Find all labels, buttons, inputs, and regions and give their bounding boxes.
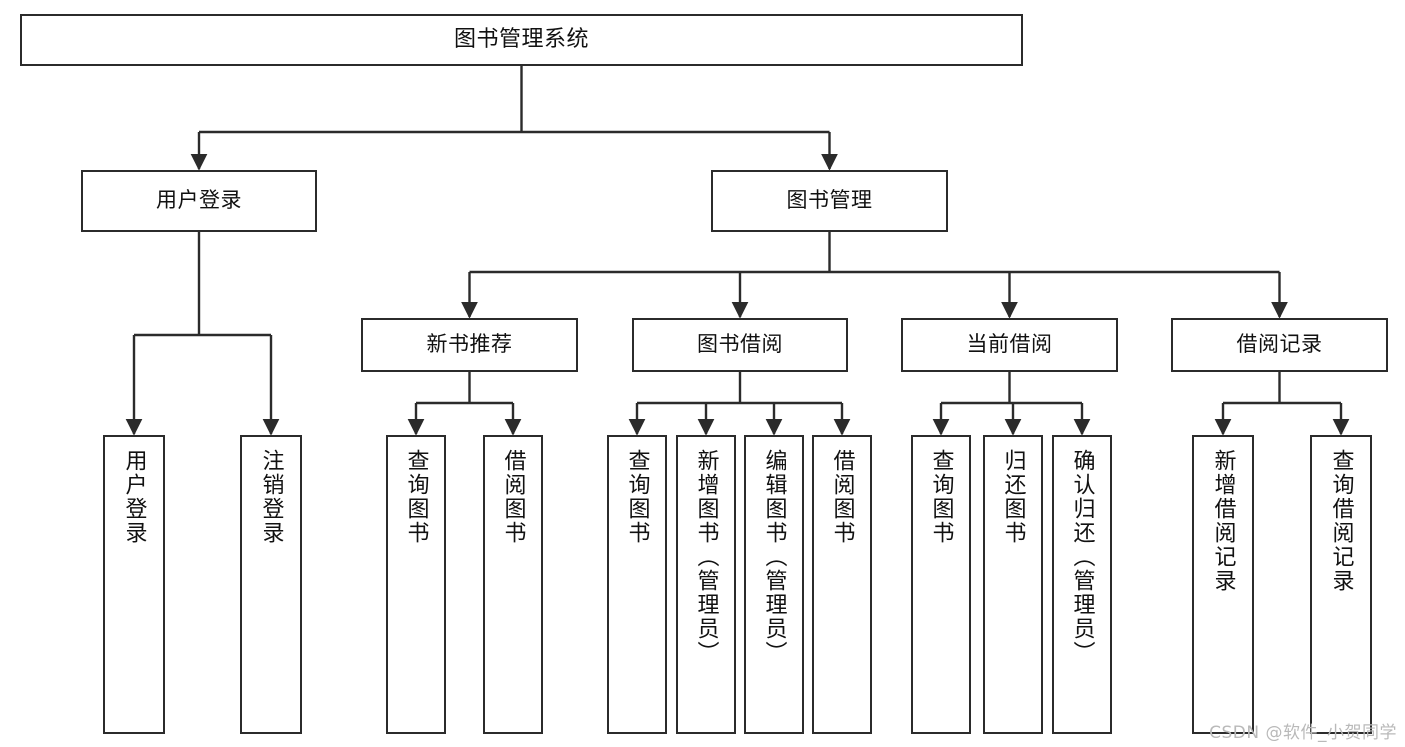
node-label: 图书管理	[786, 188, 873, 213]
node-book-borrow[interactable]: 图书借阅	[632, 318, 848, 372]
node-label: 新书推荐	[426, 332, 513, 357]
node-label: 当前借阅	[966, 332, 1053, 357]
node-leaf-rec-search[interactable]: 查询借阅记录	[1310, 435, 1372, 734]
node-book-manage[interactable]: 图书管理	[711, 170, 948, 232]
node-current-borrow[interactable]: 当前借阅	[901, 318, 1118, 372]
node-label: 新增借阅记录	[1210, 449, 1236, 593]
node-leaf-borrow-lend[interactable]: 借阅图书	[812, 435, 872, 734]
node-label: 查询图书	[928, 449, 954, 545]
node-root[interactable]: 图书管理系统	[20, 14, 1023, 66]
node-label: 借阅图书	[500, 449, 526, 545]
node-label: 注销登录	[258, 449, 284, 545]
node-leaf-rec-query[interactable]: 查询图书	[386, 435, 446, 734]
node-leaf-cur-confirm[interactable]: 确认归还（管理员）	[1052, 435, 1112, 734]
node-borrow-record[interactable]: 借阅记录	[1171, 318, 1388, 372]
node-label: 新增图书（管理员）	[693, 449, 719, 665]
node-label: 查询图书	[624, 449, 650, 545]
node-label: 用户登录	[156, 188, 242, 213]
node-label: 查询图书	[403, 449, 429, 545]
node-leaf-borrow-query[interactable]: 查询图书	[607, 435, 667, 734]
node-user-login[interactable]: 用户登录	[81, 170, 317, 232]
node-leaf-cur-query[interactable]: 查询图书	[911, 435, 971, 734]
node-leaf-borrow-edit[interactable]: 编辑图书（管理员）	[744, 435, 804, 734]
node-label: 查询借阅记录	[1328, 449, 1354, 593]
node-label: 借阅图书	[829, 449, 855, 545]
node-leaf-cur-return[interactable]: 归还图书	[983, 435, 1043, 734]
node-label: 确认归还（管理员）	[1069, 449, 1095, 665]
node-leaf-borrow-add[interactable]: 新增图书（管理员）	[676, 435, 736, 734]
node-leaf-user-logout[interactable]: 注销登录	[240, 435, 302, 734]
node-label: 归还图书	[1000, 449, 1026, 545]
node-leaf-rec-borrow[interactable]: 借阅图书	[483, 435, 543, 734]
node-leaf-rec-add[interactable]: 新增借阅记录	[1192, 435, 1254, 734]
csdn-watermark: CSDN @软件_小贺同学	[1209, 723, 1397, 743]
node-label: 用户登录	[121, 449, 147, 545]
node-leaf-user-login[interactable]: 用户登录	[103, 435, 165, 734]
node-label: 图书借阅	[697, 332, 783, 357]
node-label: 借阅记录	[1236, 332, 1323, 357]
node-new-book-rec[interactable]: 新书推荐	[361, 318, 578, 372]
node-label: 图书管理系统	[453, 26, 589, 52]
node-label: 编辑图书（管理员）	[761, 449, 787, 665]
